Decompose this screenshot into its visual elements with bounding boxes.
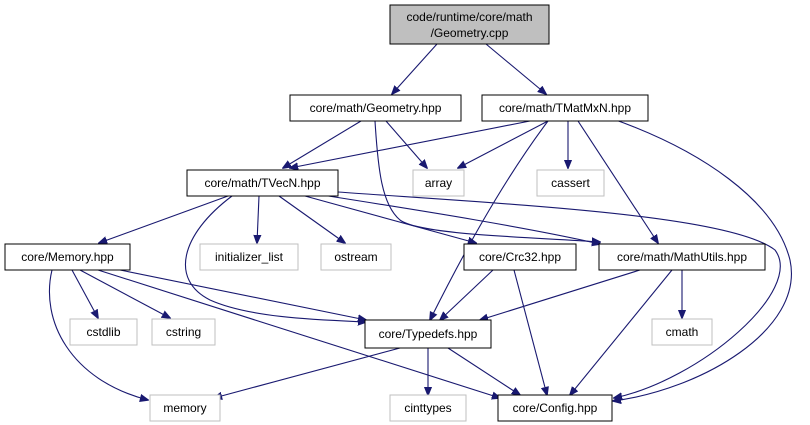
node-ostream[interactable]: ostream	[320, 243, 392, 271]
edge-tmatmxn-config	[613, 118, 792, 401]
node-memory-label: memory	[163, 401, 206, 415]
node-tmatmxn-hpp-label: core/math/TMatMxN.hpp	[499, 101, 631, 115]
node-cstdlib-label: cstdlib	[86, 325, 120, 339]
node-memory-hpp-label: core/Memory.hpp	[21, 250, 114, 264]
node-ostream-label: ostream	[334, 250, 377, 264]
node-array[interactable]: array	[412, 169, 465, 197]
edges	[48, 43, 792, 401]
node-root[interactable]: code/runtime/core/math /Geometry.cpp	[389, 4, 550, 45]
node-memory-hpp[interactable]: core/Memory.hpp	[4, 243, 131, 271]
edge-tvecn-typedefs	[185, 195, 366, 322]
edge-tvecn-memory-hpp	[99, 195, 229, 243]
edge-memory-hpp-config	[97, 269, 500, 398]
edge-memory-hpp-cstdlib	[71, 269, 98, 318]
node-cinttypes[interactable]: cinttypes	[389, 394, 467, 422]
node-cstdlib[interactable]: cstdlib	[69, 318, 138, 346]
edge-typedefs-memory	[214, 347, 401, 398]
node-cinttypes-label: cinttypes	[404, 401, 451, 415]
node-tmatmxn-hpp[interactable]: core/math/TMatMxN.hpp	[481, 94, 649, 122]
edge-memory-hpp-memory	[48, 269, 148, 400]
edge-memory-hpp-typedefs	[119, 269, 366, 320]
node-cstring-label: cstring	[166, 325, 201, 339]
edge-crc32-typedefs	[440, 269, 494, 320]
edge-tmatmxn-typedefs	[430, 120, 549, 320]
edge-crc32-config	[513, 269, 547, 395]
node-initializer-list-label: initializer_list	[215, 250, 284, 264]
edge-tmatmxn-array	[458, 120, 549, 168]
edge-tvecn-initializer-list	[257, 195, 259, 243]
node-tvecn-hpp-label: core/math/TVecN.hpp	[204, 176, 320, 190]
edge-tvecn-ostream	[278, 195, 345, 243]
edge-mathutils-typedefs	[480, 269, 641, 320]
edge-tmatmxn-mathutils	[577, 120, 658, 243]
edge-memory-hpp-cstring	[79, 269, 170, 318]
node-cassert-label: cassert	[551, 176, 590, 190]
edge-tmatmxn-tvecn	[290, 120, 531, 168]
node-cassert[interactable]: cassert	[536, 169, 605, 197]
edge-root-geometry	[392, 43, 438, 94]
node-geometry-hpp-label: core/math/Geometry.hpp	[310, 101, 442, 115]
node-geometry-hpp[interactable]: core/math/Geometry.hpp	[289, 94, 462, 122]
node-initializer-list[interactable]: initializer_list	[199, 243, 299, 271]
node-crc32-hpp[interactable]: core/Crc32.hpp	[463, 243, 577, 271]
edge-root-tmatmxn	[485, 43, 546, 94]
node-mathutils-hpp-label: core/math/MathUtils.hpp	[617, 250, 747, 264]
edge-geometry-array	[385, 120, 427, 168]
edge-tvecn-mathutils	[321, 194, 600, 244]
node-typedefs-hpp[interactable]: core/Typedefs.hpp	[364, 319, 492, 349]
node-root-label-line1: code/runtime/core/math	[406, 10, 532, 24]
edge-geometry-tvecn	[283, 120, 362, 168]
nodes: code/runtime/core/math /Geometry.cpp cor…	[4, 4, 766, 422]
node-tvecn-hpp[interactable]: core/math/TVecN.hpp	[186, 169, 339, 197]
node-cmath-label: cmath	[666, 325, 699, 339]
edge-tvecn-config	[337, 191, 781, 398]
node-mathutils-hpp[interactable]: core/math/MathUtils.hpp	[598, 243, 766, 271]
edge-geometry-mathutils	[374, 120, 600, 242]
edge-typedefs-config	[447, 347, 520, 395]
node-cmath[interactable]: cmath	[651, 318, 713, 346]
node-root-label-line2: /Geometry.cpp	[431, 26, 509, 40]
node-config-hpp-label: core/Config.hpp	[513, 401, 598, 415]
node-cstring[interactable]: cstring	[151, 318, 216, 346]
edge-tvecn-crc32	[304, 195, 476, 243]
node-crc32-hpp-label: core/Crc32.hpp	[479, 250, 561, 264]
edge-mathutils-config	[570, 269, 673, 395]
node-array-label: array	[425, 176, 452, 190]
node-typedefs-hpp-label: core/Typedefs.hpp	[379, 327, 478, 341]
node-memory[interactable]: memory	[149, 394, 221, 422]
node-config-hpp[interactable]: core/Config.hpp	[497, 394, 613, 422]
